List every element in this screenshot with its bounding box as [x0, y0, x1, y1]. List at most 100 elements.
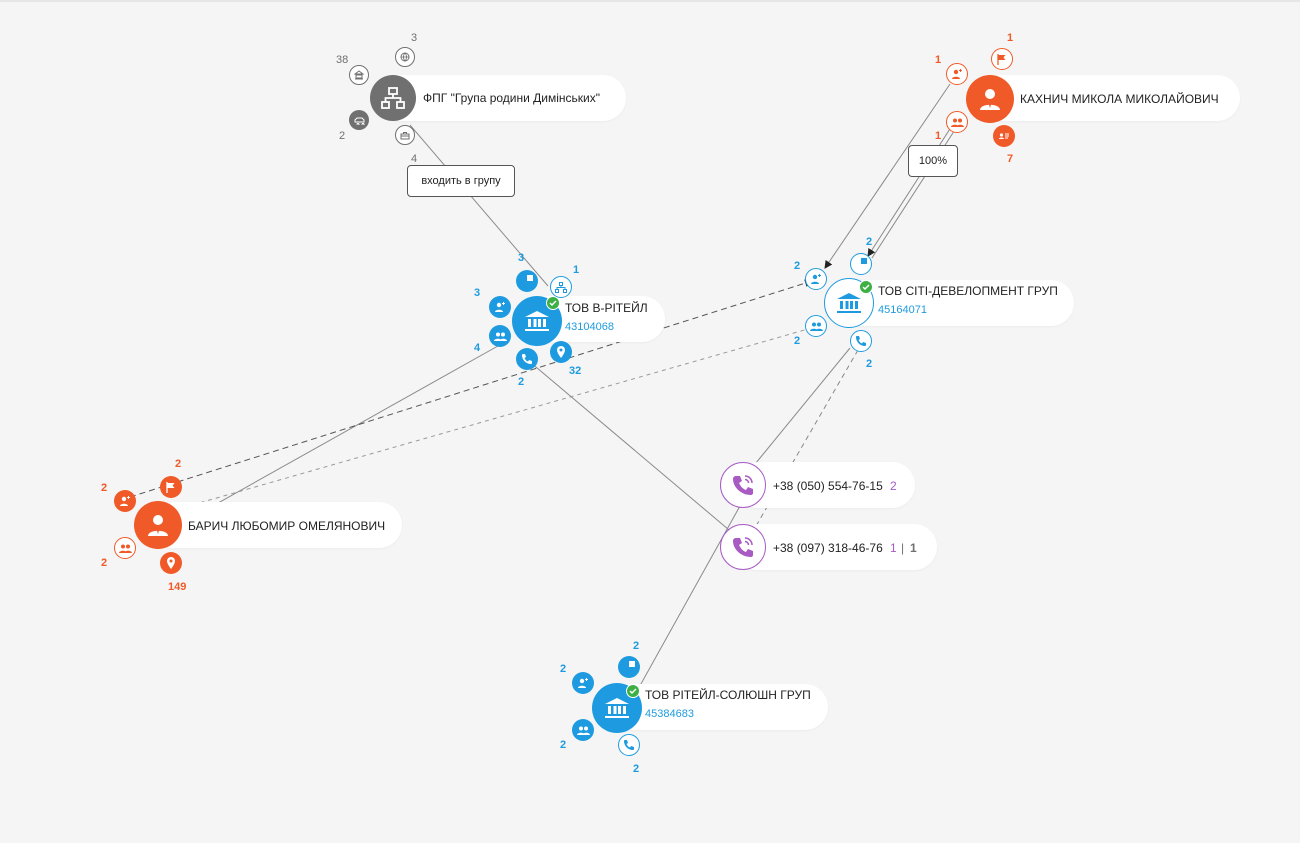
company-vr-location-sat[interactable]: [550, 341, 572, 363]
edge-sd-phone1[interactable]: [741, 347, 851, 481]
company-vr-people-count: 4: [474, 342, 481, 354]
company-sd-people-sat[interactable]: [805, 315, 827, 337]
person-icon: [980, 89, 1000, 110]
group-cars-count: 2: [339, 130, 346, 142]
person-barich-add-person-sat[interactable]: [114, 490, 136, 512]
company-vr-hierarchy-count: 1: [573, 264, 580, 276]
group-globe-sat[interactable]: [395, 47, 415, 67]
person-kakhnych-people-sat[interactable]: [946, 111, 968, 133]
phone1-number: +38 (050) 554-76-15: [773, 479, 883, 493]
company-sd-add-person-sat[interactable]: [805, 268, 827, 290]
company-sd-name: ТОВ СІТІ-ДЕВЕЛОПМЕНТ ГРУП: [878, 284, 1058, 298]
company-vr-code[interactable]: 43104068: [565, 321, 614, 333]
person-kakhnych-add-person-count: 1: [935, 54, 942, 66]
bank-icon: [837, 293, 861, 313]
person-barich-circle[interactable]: [134, 501, 182, 549]
top-bar: [0, 0, 1300, 2]
company-vr-phone-sat[interactable]: [516, 348, 538, 370]
company-sd-code[interactable]: 45164071: [878, 304, 927, 316]
company-sd-pill[interactable]: [838, 280, 1074, 326]
group-court-sat[interactable]: [349, 65, 369, 85]
edge-vr-barich[interactable]: [169, 341, 506, 531]
phone2-count-a[interactable]: 1: [890, 541, 897, 555]
group-globe-count: 3: [411, 32, 418, 44]
company-rs-stats-sat[interactable]: [618, 656, 640, 678]
phone2-number: +38 (097) 318-46-76: [773, 541, 883, 555]
phone-icon: [522, 354, 532, 364]
court-icon: [354, 70, 364, 80]
company-rs-add-person-count: 2: [560, 663, 567, 675]
person-icon: [148, 515, 168, 536]
edge-barich-sd-dashed-2[interactable]: [184, 324, 823, 508]
phone1-count[interactable]: 2: [890, 479, 897, 493]
verified-check-icon: [859, 280, 873, 294]
phone2-count-b[interactable]: 1: [910, 541, 917, 555]
company-vr-people-sat[interactable]: [489, 325, 511, 347]
edge-kakhnych-sd-share-a[interactable]: [867, 117, 958, 257]
group-cars-sat[interactable]: [349, 110, 369, 130]
person-barich-location-sat[interactable]: [160, 552, 182, 574]
add-person-icon: [811, 274, 821, 284]
group-briefcase-sat[interactable]: [395, 125, 415, 145]
edge-phone1-rs[interactable]: [631, 469, 761, 701]
person-kakhnych-card-sat[interactable]: [993, 125, 1015, 147]
person-kakhnych-flag-sat[interactable]: [991, 48, 1013, 70]
edge-label-group-membership[interactable]: входить в групу: [407, 165, 515, 197]
company-vr-phone-count: 2: [518, 376, 525, 388]
person-barich-people-sat[interactable]: [114, 537, 136, 559]
edge-vr-phone2[interactable]: [529, 361, 736, 536]
group-node-circle[interactable]: [370, 75, 416, 121]
person-barich-pill[interactable]: [150, 502, 402, 548]
edge-kakhnych-sd-add[interactable]: [824, 83, 951, 269]
phone-call-icon: [733, 537, 753, 557]
location-pin-icon: [557, 346, 565, 358]
company-vr-hierarchy-sat[interactable]: [550, 276, 572, 298]
phone-icon: [856, 336, 866, 346]
company-sd-stats-sat[interactable]: [850, 253, 872, 275]
add-person-icon: [120, 496, 130, 506]
group-node-pill[interactable]: [378, 75, 626, 121]
edge-sd-phone2-dashed[interactable]: [744, 349, 859, 546]
person-barich-add-person-count: 2: [101, 482, 108, 494]
company-rs-people-sat[interactable]: [572, 719, 594, 741]
company-rs-code[interactable]: 45384683: [645, 708, 694, 720]
person-kakhnych-circle[interactable]: [966, 75, 1014, 123]
company-sd-add-person-count: 2: [794, 260, 801, 272]
phone1-circle[interactable]: [720, 462, 766, 508]
cars-icon: [354, 117, 364, 125]
company-rs-add-person-sat[interactable]: [572, 672, 594, 694]
company-rs-phone-sat[interactable]: [618, 734, 640, 756]
edge-label-share[interactable]: 100%: [908, 145, 958, 177]
company-sd-people-count: 2: [794, 335, 801, 347]
company-sd-circle[interactable]: [824, 278, 874, 328]
edge-group-vr[interactable]: [409, 124, 549, 287]
company-vr-add-person-count: 3: [474, 287, 481, 299]
person-barich-flag-count: 2: [175, 458, 182, 470]
company-vr-location-count: 32: [569, 365, 582, 377]
hierarchy-icon: [381, 87, 405, 109]
company-vr-name: ТОВ В-РІТЕЙЛ: [565, 301, 648, 315]
phone2-pill[interactable]: [735, 524, 937, 570]
bank-icon: [525, 311, 549, 331]
company-vr-add-person-sat[interactable]: [489, 296, 511, 318]
person-kakhnych-add-person-sat[interactable]: [946, 63, 968, 85]
edge-barich-sd-dashed[interactable]: [129, 279, 813, 498]
add-person-icon: [952, 69, 962, 79]
phone2-circle[interactable]: [720, 524, 766, 570]
company-rs-phone-count: 2: [633, 763, 640, 775]
company-sd-phone-sat[interactable]: [850, 330, 872, 352]
company-rs-circle[interactable]: [592, 683, 642, 733]
company-sd-phone-count: 2: [866, 358, 873, 370]
person-kakhnych-pill[interactable]: [980, 75, 1240, 121]
id-card-icon: [999, 133, 1009, 139]
group-briefcase-count: 4: [411, 153, 418, 165]
person-barich-flag-sat[interactable]: [160, 476, 182, 498]
people-icon: [809, 322, 823, 331]
person-kakhnych-name: КАХНИЧ МИКОЛА МИКОЛАЙОВИЧ: [1020, 92, 1219, 106]
flag-icon: [166, 481, 175, 493]
company-vr-stats-sat[interactable]: [516, 270, 538, 292]
people-icon: [950, 118, 964, 127]
company-rs-pill[interactable]: [606, 684, 828, 730]
edge-kakhnych-sd-share-b[interactable]: [871, 121, 961, 259]
